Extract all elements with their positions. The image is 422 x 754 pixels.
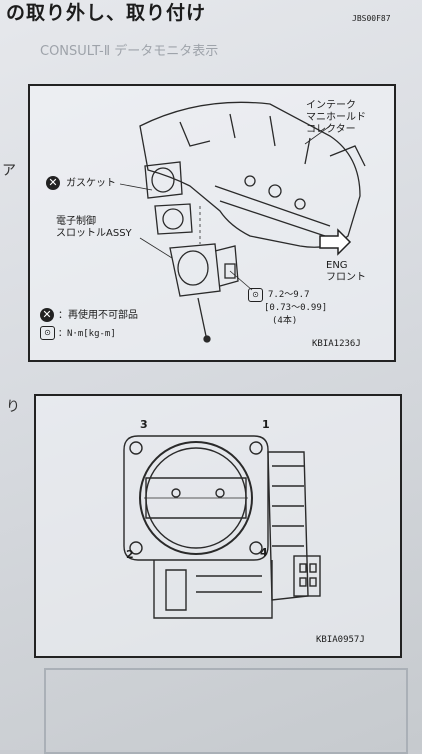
torque-value: 7.2～9.7 xyxy=(268,290,310,300)
fig2-code: KBIA0957J xyxy=(316,635,365,645)
label-eng-front: ENG フロント xyxy=(326,260,366,283)
label-throttle-assy: 電子制御 スロットルASSY xyxy=(56,216,132,239)
bolt-number-1: 1 xyxy=(262,418,270,431)
page-title: の取り外し、取り付け xyxy=(6,2,207,24)
doc-code: JBS00F87 xyxy=(352,14,391,23)
exploded-diagram xyxy=(119,101,366,343)
legend-unit-text: ：N·m[kg-m] xyxy=(58,329,116,339)
bolt-number-2: 2 xyxy=(126,548,134,561)
no-reuse-icon: ✕ xyxy=(46,176,60,190)
legend-torque-icon: ⊙ xyxy=(40,326,55,340)
torque-kg: [0.73～0.99] xyxy=(264,303,328,313)
figure-throttle-bolt-order: 3 1 2 4 KBIA0957J xyxy=(34,394,402,658)
torque-icon: ⊙ xyxy=(248,288,263,302)
legend-no-reuse-text: ：再使用不可部品 xyxy=(58,310,138,321)
label-gasket: ガスケット xyxy=(66,178,116,189)
label-intake-collector: インテーク マニホールド コレクター xyxy=(306,100,366,135)
bleed-through-text: CONSULT-Ⅱ データモニタ表示 xyxy=(40,44,219,59)
fig1-code: KBIA1236J xyxy=(312,339,361,349)
bolt-number-3: 3 xyxy=(140,418,148,431)
margin-char-mid: り xyxy=(6,399,20,415)
bolt-number-4: 4 xyxy=(260,546,268,559)
next-figure-edge xyxy=(44,668,408,754)
torque-qty: (4本) xyxy=(272,316,298,326)
margin-char-top: ア xyxy=(2,163,16,179)
throttle-body-front-view xyxy=(123,435,321,619)
legend-no-reuse-icon: ✕ xyxy=(40,308,54,322)
figure-intake-throttle-exploded: インテーク マニホールド コレクター ✕ ガスケット 電子制御 スロットルASS… xyxy=(28,84,396,362)
